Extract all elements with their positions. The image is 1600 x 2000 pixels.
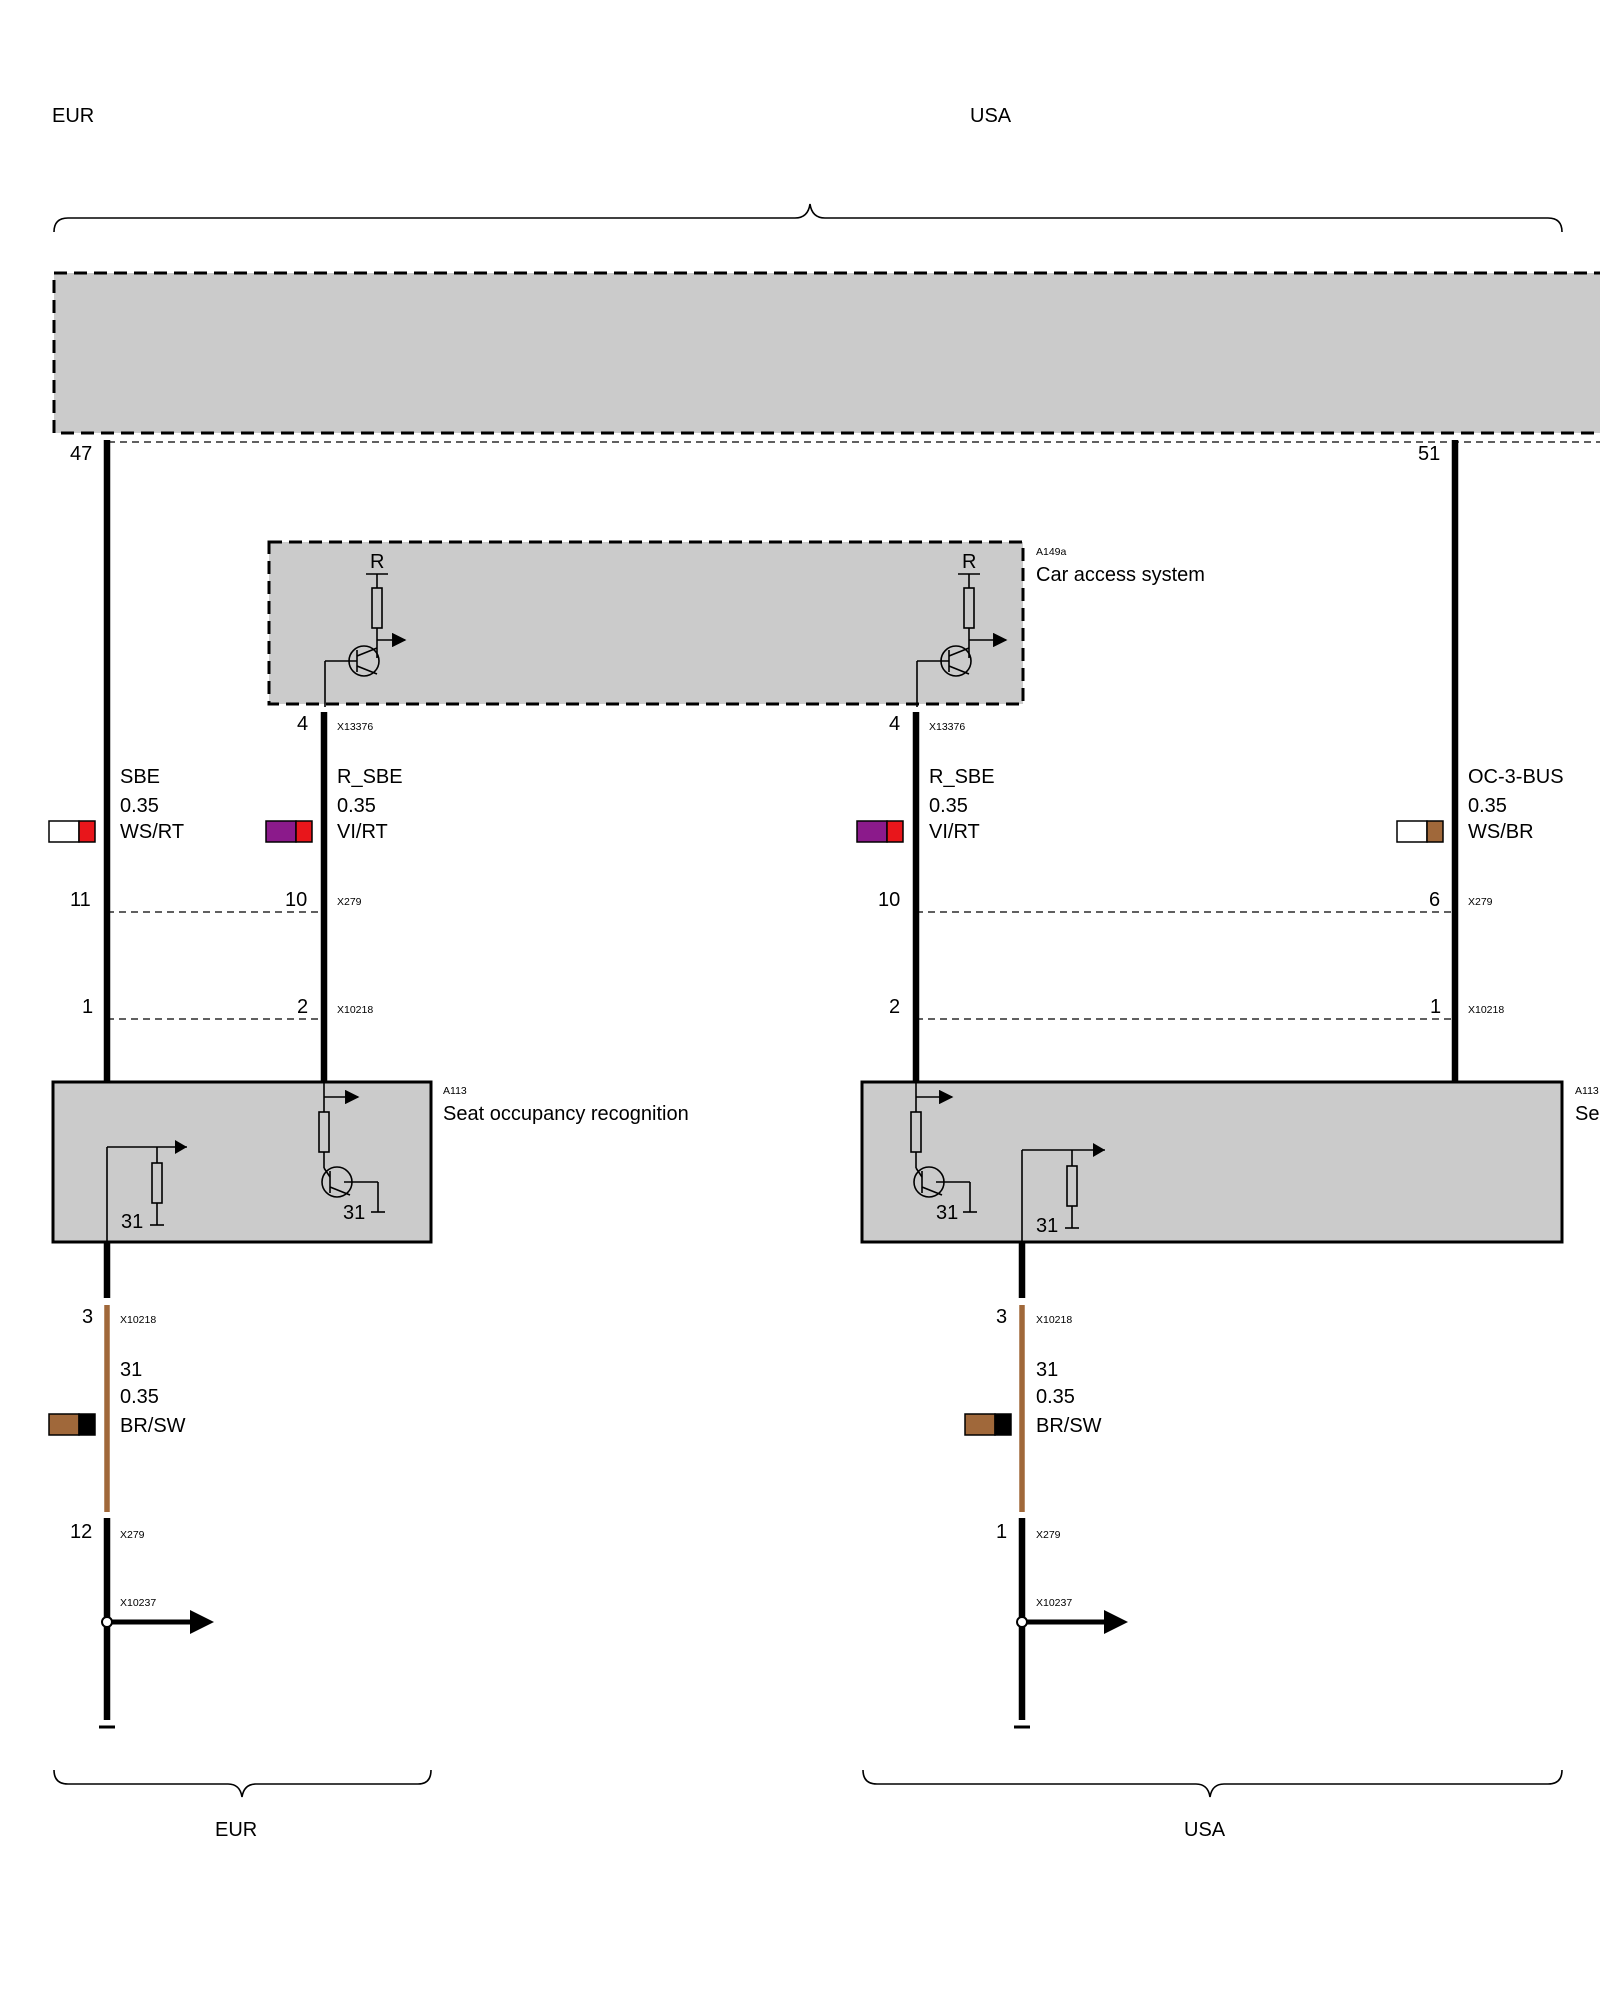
- wire-r-sbe-usa-color-swatch-2: [886, 820, 904, 843]
- car-access-system-box: [267, 540, 1025, 706]
- seat-module-usa-transistor-circuit: 31: [910, 1082, 977, 1224]
- connector-x279-lower-eur: X279: [120, 1529, 145, 1541]
- x10218-pin-2-usa: 2: [889, 996, 900, 1018]
- bottom-group-eur-label: EUR: [215, 1819, 257, 1841]
- wire-r-sbe-usa-signal: R_SBE: [929, 766, 995, 788]
- connector-x13376-usa: X13376: [929, 721, 965, 733]
- wire-sbe-color-swatch-1: [48, 820, 80, 843]
- seat-module-usa-box: [860, 1080, 1564, 1244]
- seat-module-eur-transistor-circuit: 31: [318, 1082, 385, 1224]
- wire-r-sbe-eur-color-swatch-1: [265, 820, 297, 843]
- wire-oc-3-bus-color-swatch-2: [1426, 820, 1444, 843]
- wire-sbe-size: 0.35: [120, 795, 159, 817]
- wire-r-sbe-eur-color-swatch-2: [295, 820, 313, 843]
- car-access-system-id: A149a: [1036, 546, 1067, 558]
- x10218-pin-2-eur: 2: [297, 996, 308, 1018]
- wire-r-sbe-usa-size: 0.35: [929, 795, 968, 817]
- wire-r-sbe-eur-signal: R_SBE: [337, 766, 403, 788]
- connector-x10237-usa: X10237: [1036, 1597, 1072, 1609]
- seat-module-usa-name: Se: [1575, 1103, 1599, 1125]
- x10218-pin-3-usa: 3: [996, 1306, 1007, 1328]
- wire-oc-3-bus-size: 0.35: [1468, 795, 1507, 817]
- top-group-eur-label: EUR: [52, 105, 94, 127]
- ground-31-label: 31: [936, 1202, 958, 1224]
- seat-module-usa-id: A113: [1575, 1085, 1599, 1097]
- wire-ground-usa-color-swatch-2: [994, 1413, 1012, 1436]
- wire-sbe-color-swatch-2: [78, 820, 96, 843]
- wire-ground-eur-signal: 31: [120, 1359, 142, 1381]
- wire-sbe-signal: SBE: [120, 766, 160, 788]
- pin-51: 51: [1418, 443, 1440, 465]
- ground-31-label: 31: [121, 1211, 143, 1233]
- splice-x10237-eur: [101, 1616, 113, 1628]
- resistor-label-r: R: [370, 551, 384, 573]
- x279-pin-6: 6: [1429, 889, 1440, 911]
- bottom-brace-usa: [862, 1769, 1563, 1798]
- wire-r-sbe-eur-color: VI/RT: [337, 821, 388, 843]
- connector-x10218-lower-usa: X10218: [1036, 1314, 1072, 1326]
- x279-pin-11: 11: [70, 889, 91, 911]
- top-brace: [53, 203, 1563, 233]
- x279-pin-1-usa: 1: [996, 1521, 1007, 1543]
- wire-ground-eur-color: BR/SW: [120, 1415, 186, 1437]
- wire-ground-eur-color-swatch-2: [78, 1413, 96, 1436]
- seat-module-eur-sensor-circuit: 31: [106, 1140, 187, 1242]
- wire-ground-usa-color: BR/SW: [1036, 1415, 1102, 1437]
- x279-pin-10-usa: 10: [878, 889, 900, 911]
- connector-x279-usa: X279: [1468, 896, 1493, 908]
- wire-r-sbe-usa-color-swatch-1: [856, 820, 888, 843]
- connector-x10218-usa: X10218: [1468, 1004, 1504, 1016]
- wire-ground-usa-color-swatch-1: [964, 1413, 996, 1436]
- wire-ground-eur-size: 0.35: [120, 1386, 159, 1408]
- wire-ground-eur-color-swatch-1: [48, 1413, 80, 1436]
- connector-x13376-eur: X13376: [337, 721, 373, 733]
- connector-x10218-lower-eur: X10218: [120, 1314, 156, 1326]
- seat-module-eur-box: [51, 1080, 433, 1244]
- x279-pin-10-eur: 10: [285, 889, 307, 911]
- wire-ground-usa: [1014, 1242, 1030, 1729]
- resistor-label-r: R: [962, 551, 976, 573]
- cas-transistor-circuit-left: R: [324, 551, 407, 707]
- connector-x279-eur: X279: [337, 896, 362, 908]
- bottom-group-usa-label: USA: [1184, 1819, 1226, 1841]
- pin-4-usa: 4: [889, 713, 900, 735]
- connector-x10237-eur: X10237: [120, 1597, 156, 1609]
- wire-oc-3-bus-color: WS/BR: [1468, 821, 1534, 843]
- seat-module-eur-id: A113: [443, 1085, 467, 1097]
- connector-x10218-eur: X10218: [337, 1004, 373, 1016]
- x10218-pin-1-eur: 1: [82, 996, 93, 1018]
- wire-r-sbe-usa-color: VI/RT: [929, 821, 980, 843]
- x279-pin-12: 12: [70, 1521, 92, 1543]
- pin-4-eur: 4: [297, 713, 308, 735]
- seat-module-eur-name: Seat occupancy recognition: [443, 1103, 689, 1125]
- splice-x10237-usa: [1016, 1616, 1028, 1628]
- x10218-pin-3-eur: 3: [82, 1306, 93, 1328]
- wire-ground-eur: [99, 1242, 115, 1729]
- ground-31-label: 31: [1036, 1215, 1058, 1237]
- ground-31-label: 31: [343, 1202, 365, 1224]
- wire-ground-usa-signal: 31: [1036, 1359, 1058, 1381]
- wire-oc-3-bus-color-swatch-1: [1396, 820, 1428, 843]
- wire-ground-usa-size: 0.35: [1036, 1386, 1075, 1408]
- top-group-usa-label: USA: [970, 105, 1012, 127]
- seat-module-usa-sensor-circuit: 31: [1021, 1143, 1105, 1242]
- wire-sbe-color: WS/RT: [120, 821, 184, 843]
- cas-transistor-circuit-right: R: [916, 551, 1008, 707]
- x10218-pin-1-usa: 1: [1430, 996, 1441, 1018]
- bottom-brace-eur: [53, 1769, 432, 1798]
- wire-r-sbe-eur-size: 0.35: [337, 795, 376, 817]
- pin-47: 47: [70, 443, 92, 465]
- connector-x279-lower-usa: X279: [1036, 1529, 1061, 1541]
- car-access-system-name: Car access system: [1036, 564, 1205, 586]
- upper-control-module: [52, 271, 1600, 435]
- wire-oc-3-bus-signal: OC-3-BUS: [1468, 766, 1564, 788]
